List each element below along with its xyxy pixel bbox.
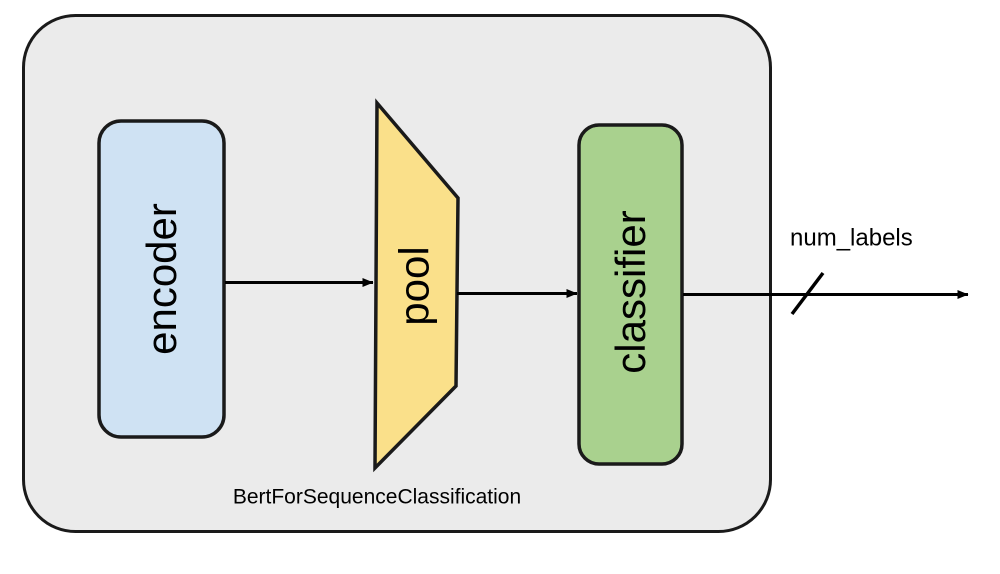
pool-label: pool xyxy=(391,246,438,325)
classifier-block[interactable] xyxy=(577,123,684,466)
pool-block[interactable] xyxy=(373,98,460,473)
encoder-label: encoder xyxy=(138,203,185,355)
dimension-slash-icon xyxy=(790,271,825,316)
num-labels-annotation: num_labels xyxy=(790,225,913,252)
encoder-block[interactable] xyxy=(97,119,226,439)
container-caption: BertForSequenceClassification xyxy=(233,486,521,509)
classifier-label: classifier xyxy=(607,210,654,373)
